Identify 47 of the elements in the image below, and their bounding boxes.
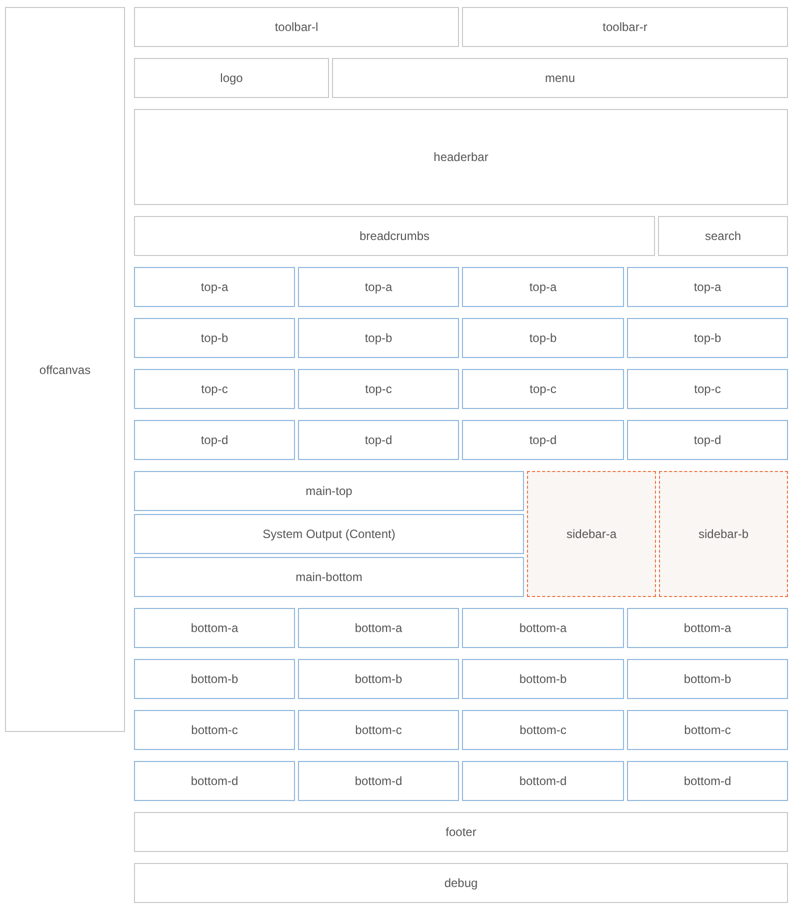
module-position-box: footer xyxy=(134,812,788,852)
module-position-box: top-d xyxy=(627,420,788,460)
module-position-box: bottom-c xyxy=(627,710,788,750)
sidebar-position-box: sidebar-a xyxy=(527,471,656,597)
module-position-box: bottom-b xyxy=(134,659,295,699)
module-position-box: bottom-a xyxy=(627,608,788,648)
module-position-box: top-d xyxy=(298,420,459,460)
module-position-box: bottom-a xyxy=(462,608,624,648)
module-position-box: bottom-d xyxy=(298,761,459,801)
module-position-box: search xyxy=(658,216,788,256)
module-position-box: breadcrumbs xyxy=(134,216,655,256)
module-position-box: top-b xyxy=(298,318,459,358)
module-position-box: top-c xyxy=(298,369,459,409)
module-position-box: bottom-d xyxy=(462,761,624,801)
module-position-box: top-d xyxy=(462,420,624,460)
module-position-box: System Output (Content) xyxy=(134,514,524,554)
module-position-box: top-c xyxy=(134,369,295,409)
module-position-box: bottom-b xyxy=(462,659,624,699)
module-position-box: headerbar xyxy=(134,109,788,205)
module-position-box: offcanvas xyxy=(5,7,125,732)
module-position-box: bottom-d xyxy=(627,761,788,801)
module-position-box: main-bottom xyxy=(134,557,524,597)
module-position-box: top-a xyxy=(298,267,459,307)
module-position-box: top-c xyxy=(462,369,624,409)
module-position-box: top-d xyxy=(134,420,295,460)
module-position-box: logo xyxy=(134,58,329,98)
module-position-box: debug xyxy=(134,863,788,903)
module-position-box: main-top xyxy=(134,471,524,511)
module-position-box: toolbar-l xyxy=(134,7,459,47)
module-position-box: bottom-a xyxy=(134,608,295,648)
module-position-box: top-a xyxy=(134,267,295,307)
module-position-box: top-c xyxy=(627,369,788,409)
module-position-box: bottom-c xyxy=(298,710,459,750)
module-position-box: bottom-b xyxy=(298,659,459,699)
module-position-box: bottom-d xyxy=(134,761,295,801)
module-position-box: top-a xyxy=(627,267,788,307)
module-position-box: bottom-b xyxy=(627,659,788,699)
module-position-box: top-b xyxy=(462,318,624,358)
module-position-box: bottom-c xyxy=(134,710,295,750)
module-position-box: top-b xyxy=(134,318,295,358)
module-position-box: bottom-a xyxy=(298,608,459,648)
module-position-box: toolbar-r xyxy=(462,7,788,47)
module-position-box: bottom-c xyxy=(462,710,624,750)
module-position-box: top-a xyxy=(462,267,624,307)
module-position-box: top-b xyxy=(627,318,788,358)
module-position-box: menu xyxy=(332,58,788,98)
sidebar-position-box: sidebar-b xyxy=(659,471,788,597)
